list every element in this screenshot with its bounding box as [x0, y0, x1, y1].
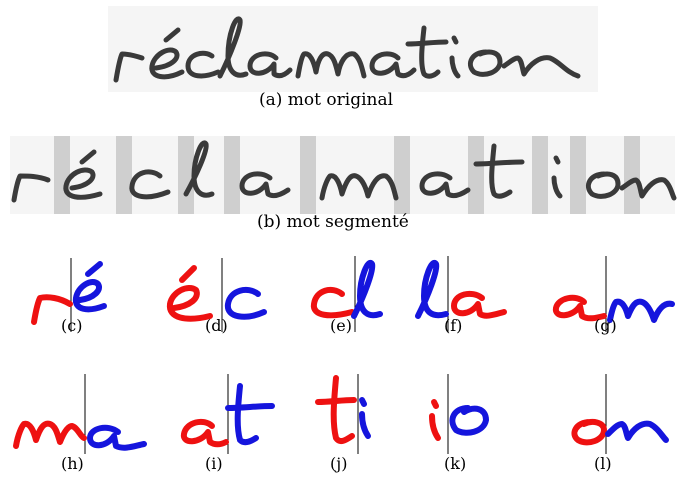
- caption-a: (a) mot original: [259, 90, 393, 110]
- panel-label-h: (h): [61, 454, 84, 473]
- panel-label-i: (i): [205, 454, 223, 473]
- panel-label-d: (d): [205, 316, 228, 335]
- panel-label-e: (e): [330, 316, 352, 335]
- panel-label-f: (f): [444, 316, 462, 335]
- original-word-image: [108, 6, 598, 92]
- panel-label-j: (j): [330, 454, 347, 473]
- panel-label-c: (c): [61, 316, 82, 335]
- panel-label-g: (g): [594, 316, 617, 335]
- panel-f: [412, 256, 516, 334]
- panel-k: [420, 374, 502, 454]
- panel-label-k: (k): [444, 454, 466, 473]
- segmented-word-image: [10, 136, 675, 214]
- caption-b: (b) mot segmenté: [257, 212, 409, 232]
- panel-label-l: (l): [594, 454, 612, 473]
- panel-h: [10, 374, 148, 454]
- panel-l: [562, 374, 670, 454]
- handwriting-segmented: [10, 136, 675, 214]
- handwriting-original: [108, 6, 598, 92]
- panel-j: [312, 374, 378, 454]
- panel-i: [176, 374, 278, 454]
